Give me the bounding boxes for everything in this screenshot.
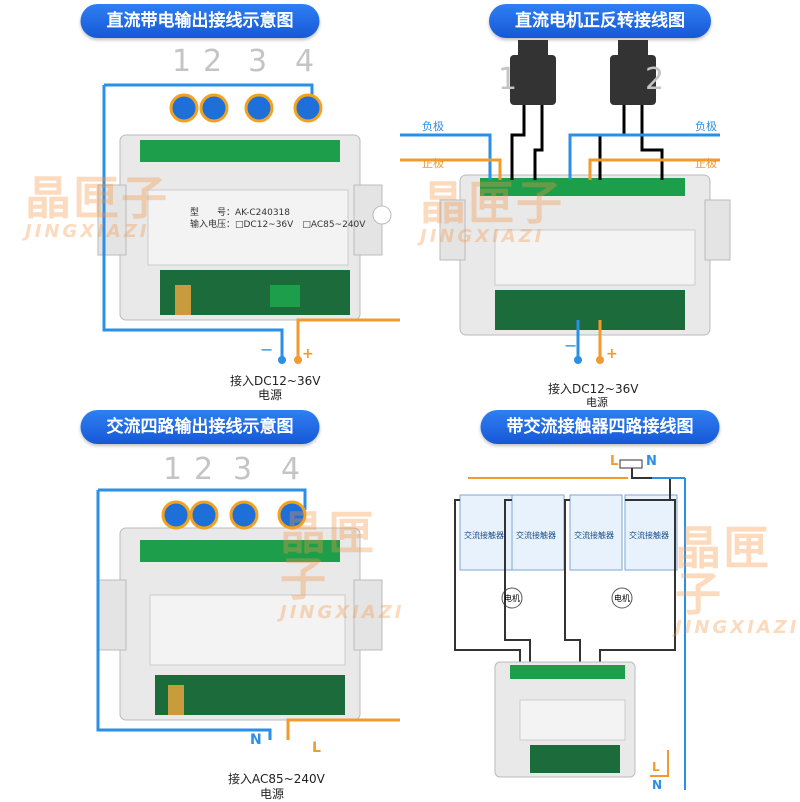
module-model: 型 号：AK-C240318: [190, 208, 291, 218]
panel-title: 交流四路输出接线示意图: [80, 410, 320, 444]
n-bottom-label: N: [652, 778, 663, 792]
channel-number: 2: [194, 452, 214, 487]
motor-label: 电机: [614, 594, 630, 603]
dc-output-diagram: [97, 83, 400, 364]
channel-number: 1: [172, 44, 192, 79]
n-label: N: [646, 454, 657, 469]
power-label: 接入DC12~36V: [230, 374, 321, 388]
panel-title: 直流带电输出接线示意图: [80, 4, 320, 38]
neg-label: −: [564, 336, 578, 355]
ac-contactor-diagram: [454, 459, 686, 790]
pos-label: +: [302, 346, 314, 362]
power-label-2: 电源: [258, 388, 283, 402]
panel-dc-motor: 直流电机正反转接线图: [400, 0, 800, 409]
power-label: 接入DC12~36V: [548, 382, 639, 396]
panel-title: 直流电机正反转接线图: [489, 4, 711, 38]
dc-motor-diagram: [400, 40, 731, 364]
channel-number: 4: [281, 452, 301, 487]
l-bottom-label: L: [652, 760, 660, 774]
l-label: L: [312, 740, 321, 756]
l-label: L: [610, 454, 619, 469]
contactor-label: 交流接触器: [629, 531, 669, 540]
motor-number: 1: [498, 62, 518, 97]
power-label-2: 电源: [260, 787, 285, 801]
motor-number: 2: [645, 62, 665, 97]
motor-label: 电机: [504, 594, 520, 603]
ac-output-diagram: [96, 488, 400, 740]
contactor-label: 交流接触器: [574, 531, 614, 540]
channel-number: 2: [203, 44, 223, 79]
power-label-2: 电源: [586, 396, 608, 409]
pos-right-label: 正极: [695, 157, 717, 170]
channel-number: 3: [248, 44, 268, 79]
channel-number: 4: [295, 44, 315, 79]
n-label: N: [250, 732, 262, 748]
channel-number: 1: [163, 452, 183, 487]
contactor-label: 交流接触器: [464, 531, 504, 540]
pos-left-label: 正极: [422, 157, 444, 170]
module-voltage: 输入电压：□DC12~36V □AC85~240V: [190, 220, 366, 230]
power-label: 接入AC85~240V: [228, 772, 325, 786]
contactor-label: 交流接触器: [516, 531, 556, 540]
pos-label: +: [606, 346, 618, 362]
neg-left-label: 负极: [422, 120, 444, 133]
neg-label: −: [260, 340, 274, 359]
neg-right-label: 负极: [695, 120, 717, 133]
panel-ac-output: 交流四路输出接线示意图 1 2 3 4 N L 接入AC85~240V 电源 晶…: [0, 400, 402, 801]
panel-title: 带交流接触器四路接线图: [480, 410, 720, 444]
channel-number: 3: [233, 452, 253, 487]
panel-dc-output: 直流带电输出接线示意图 1 2 3 4 − + 接入DC12~36V 电源 晶匣…: [0, 0, 400, 402]
panel-ac-contactor: 带交流接触器四路接线图 L N L N 交流接触器 交流接: [400, 400, 800, 800]
